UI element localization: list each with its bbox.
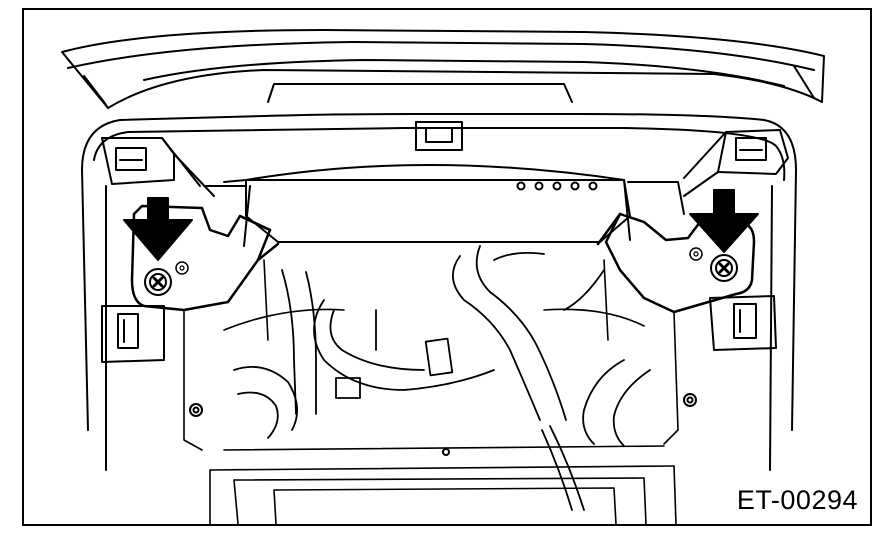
indicator-icon xyxy=(588,181,598,191)
indicator-icon xyxy=(516,181,526,191)
left-lower-clip xyxy=(101,305,165,363)
console-opening xyxy=(81,113,797,471)
figure-code-label: ET-00294 xyxy=(736,485,858,515)
console-side-trim xyxy=(161,131,727,197)
right-lower-clip xyxy=(709,295,777,351)
right-upper-clip xyxy=(717,129,789,175)
arrow-down-icon xyxy=(123,197,193,261)
arrow-down-icon xyxy=(689,189,759,253)
mounting-hole-icon xyxy=(189,393,697,456)
screw-icon xyxy=(144,268,172,296)
console-cavity xyxy=(183,259,679,524)
indicator-icon xyxy=(552,181,562,191)
dashboard-top-edge xyxy=(61,29,825,109)
left-upper-clip xyxy=(101,137,175,185)
top-center-clip xyxy=(415,121,463,151)
indicator-icon xyxy=(570,181,580,191)
center-upper-panel xyxy=(203,164,685,247)
wiring-harness xyxy=(233,245,651,511)
dashboard-diagram xyxy=(61,29,825,524)
indicator-icon xyxy=(534,181,544,191)
screw-icon xyxy=(710,254,738,282)
diagram-frame: ET-00294 xyxy=(22,8,872,526)
